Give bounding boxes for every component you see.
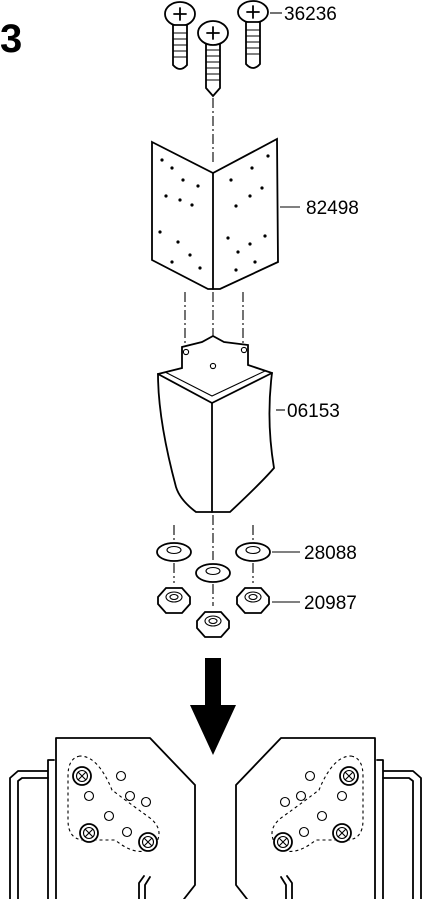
corner-plate-left (9, 737, 196, 899)
nut-right (236, 587, 270, 614)
part-number-bracket: 82498 (306, 198, 359, 219)
bolt-head-icon (72, 766, 92, 786)
screw-left (164, 1, 196, 70)
corner-bracket: 82498 (151, 137, 359, 290)
step-number: 3 (0, 17, 22, 61)
bolt-head-icon (79, 823, 99, 843)
bolt-head-icon (273, 832, 293, 852)
washer-left (156, 542, 192, 562)
bolt-head-icon (138, 832, 158, 852)
bolt-head-icon (339, 766, 359, 786)
down-arrow-icon (190, 658, 236, 755)
part-number-screws: 36236 (284, 4, 337, 25)
part-number-washers: 28088 (304, 543, 357, 564)
washer-right (235, 542, 271, 562)
bolt-head-icon (332, 823, 352, 843)
nut-left (157, 587, 191, 614)
washers: 28088 (156, 542, 357, 583)
screws: 36236 (164, 0, 337, 98)
part-number-nuts: 20987 (304, 593, 357, 614)
nuts: 20987 (157, 587, 357, 638)
corner-plate-right (235, 737, 422, 899)
screw-middle (197, 20, 229, 98)
nut-middle (196, 611, 230, 638)
leg: 06153 (157, 334, 340, 513)
screw-right (237, 0, 269, 69)
part-number-leg: 06153 (287, 401, 340, 422)
washer-middle (195, 563, 231, 583)
